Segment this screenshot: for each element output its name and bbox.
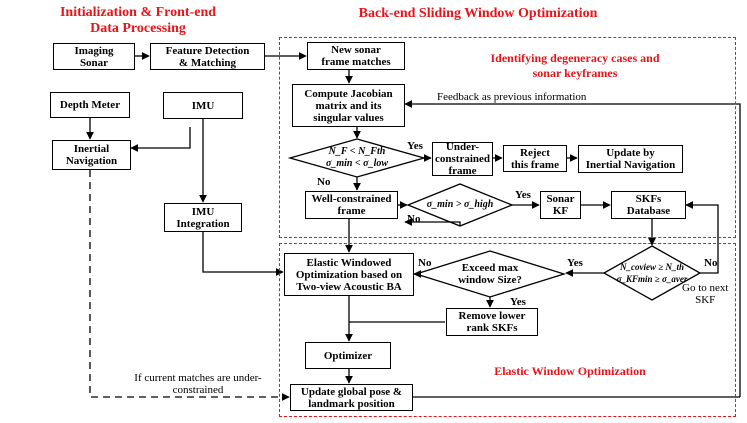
backend-title: Back-end Sliding Window Optimization <box>358 6 598 21</box>
remove-lower-rank-box: Remove lower rank SKFs <box>446 308 538 336</box>
edge-feedback-loop <box>404 100 741 397</box>
no-label-degeneracy: No <box>317 176 331 188</box>
exceed-window-condition: Exceed max window Size? <box>458 262 522 286</box>
coview-decision-diamond <box>602 245 702 301</box>
backend-region <box>279 37 736 238</box>
no-label-coview: No <box>704 257 718 269</box>
update-global-pose-box: Update global pose & landmark position <box>290 384 413 411</box>
under-constrained-note: If current matches are under- constraine… <box>134 372 262 396</box>
sonar-kf-box: Sonar KF <box>540 191 581 219</box>
imu-box: IMU <box>163 92 243 119</box>
coview-condition: N_coview ≥ N_th σ_KFmin ≥ σ_aver <box>616 262 688 284</box>
edge-integration-to-elastic <box>202 232 284 276</box>
new-sonar-matches-box: New sonar frame matches <box>307 42 405 70</box>
feature-detection-box: Feature Detection & Matching <box>150 43 265 70</box>
well-constrained-box: Well-constrained frame <box>305 191 398 219</box>
optimizer-box: Optimizer <box>305 342 391 369</box>
update-inertial-box: Update by Inertial Navigation <box>578 145 683 173</box>
reject-frame-box: Reject this frame <box>503 145 567 172</box>
imu-integration-box: IMU Integration <box>164 203 242 232</box>
edge-coview-no-back <box>685 201 719 274</box>
imaging-sonar-box: Imaging Sonar <box>53 43 135 70</box>
goto-next-skf-label: Go to next SKF <box>682 282 729 306</box>
elastic-optimization-box: Elastic Windowed Optimization based on T… <box>284 253 414 296</box>
edge-sigma-no-back <box>404 218 461 226</box>
elastic-region-label: Elastic Window Optimization <box>494 364 646 378</box>
yes-label-coview: Yes <box>567 257 583 269</box>
yes-label-sigma: Yes <box>515 189 531 201</box>
edge-inertial-dashed-to-update <box>89 170 290 401</box>
feedback-label: Feedback as previous information <box>437 91 587 103</box>
sigma-high-condition: σ_min > σ_high <box>426 199 494 210</box>
edge-imu-to-inertial <box>130 127 191 152</box>
degeneracy-region-label: Identifying degeneracy cases and sonar k… <box>490 51 660 80</box>
no-label-sigma: No <box>407 213 421 225</box>
depth-meter-box: Depth Meter <box>50 92 130 118</box>
yes-label-exceed: Yes <box>510 296 526 308</box>
jacobian-box: Compute Jacobian matrix and its singular… <box>292 84 405 127</box>
under-constrained-box: Under- constrained frame <box>432 141 493 177</box>
skfs-database-box: SKFs Database <box>611 191 686 219</box>
inertial-navigation-box: Inertial Navigation <box>52 140 131 170</box>
no-label-exceed: No <box>418 257 432 269</box>
yes-label-degeneracy: Yes <box>407 140 423 152</box>
elastic-region <box>279 243 736 417</box>
frontend-title: Initialization & Front-end Data Processi… <box>59 5 217 36</box>
degeneracy-condition: N_F < N_Fth σ_min < σ_low <box>325 146 389 169</box>
